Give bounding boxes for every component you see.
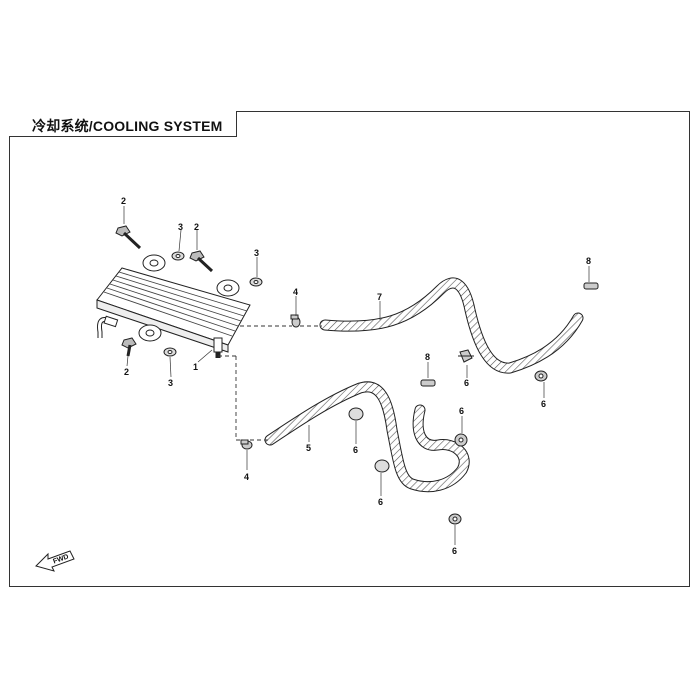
diagram-frame	[9, 111, 690, 587]
assembly-dashed-lines	[218, 325, 322, 441]
hose-clamp-4-upper	[290, 314, 301, 328]
cap-6-left	[348, 407, 364, 421]
callout-6-center: 6	[378, 497, 383, 507]
fwd-arrow-icon: FWD	[35, 550, 75, 572]
fitting-8-right	[583, 282, 599, 290]
callout-1: 1	[193, 362, 198, 372]
callout-6-upper-right: 6	[541, 399, 546, 409]
callout-8-right: 8	[586, 256, 591, 266]
clip-6-bottom	[448, 513, 462, 525]
callout-4-upper: 4	[293, 287, 298, 297]
grommet-3-b	[249, 277, 263, 287]
callout-6-upper-center: 6	[464, 378, 469, 388]
oil-cooler-radiator	[96, 254, 251, 358]
clip-6-right	[454, 433, 468, 447]
callout-6-left: 6	[353, 445, 358, 455]
grommet-3-c	[163, 347, 177, 357]
callout-4-lower: 4	[244, 472, 249, 482]
callout-6-bottom: 6	[452, 546, 457, 556]
hose-clamp-4-lower	[240, 439, 253, 450]
clip-6-upper-center	[458, 349, 474, 363]
grommet-3-a	[171, 251, 185, 261]
bolt-2-bottom	[121, 337, 137, 357]
title-box	[9, 111, 237, 137]
callout-5: 5	[306, 443, 311, 453]
callout-6-right: 6	[459, 406, 464, 416]
callout-3-b: 3	[254, 248, 259, 258]
bolt-2-middle	[189, 250, 214, 273]
cap-6-center	[374, 459, 390, 473]
callout-7: 7	[377, 292, 382, 302]
clip-6-upper-right	[534, 370, 548, 382]
page-title: 冷却系统/COOLING SYSTEM	[32, 118, 223, 134]
callout-2-top: 2	[121, 196, 126, 206]
callout-labels: 2 3 2 3 4 7 8 1 2 3 8 6 6 6 5 6 4 6 6	[121, 196, 591, 556]
leader-lines	[123, 206, 590, 545]
callout-8-center: 8	[425, 352, 430, 362]
bolt-2-top	[115, 225, 142, 250]
hose-7	[319, 277, 584, 374]
callout-2-bottom: 2	[124, 367, 129, 377]
hose-5	[264, 381, 470, 493]
fitting-8-center	[420, 379, 436, 387]
callout-3-a: 3	[178, 222, 183, 232]
callout-3-c: 3	[168, 378, 173, 388]
callout-2-middle: 2	[194, 222, 199, 232]
